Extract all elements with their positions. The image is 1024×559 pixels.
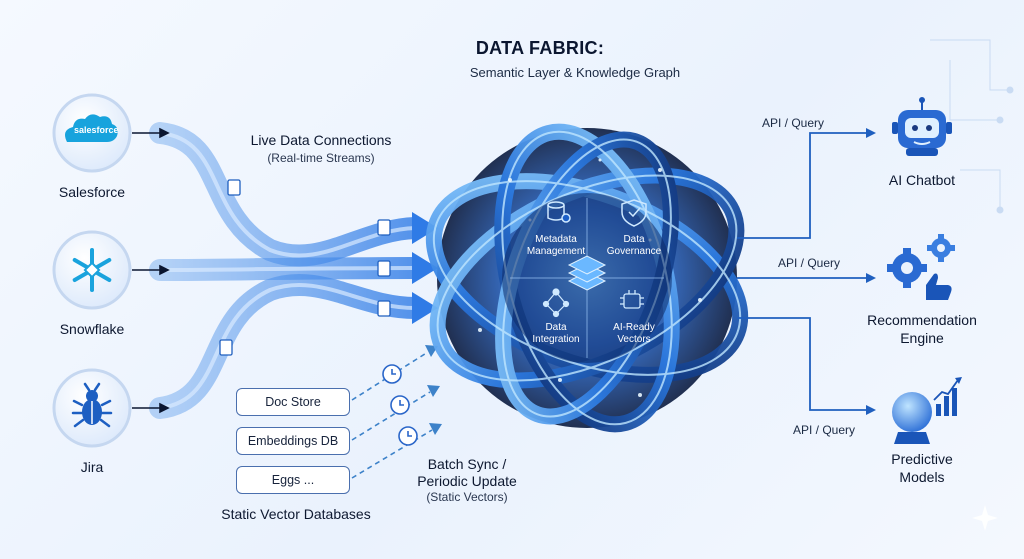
source-label-salesforce: Salesforce: [58, 184, 126, 200]
shield-check-icon: [621, 199, 647, 227]
output-label-line2: Engine: [900, 330, 944, 346]
store-box-eggs: Eggs ...: [236, 466, 350, 494]
live-connections-sub: (Real-time Streams): [267, 151, 375, 165]
database-gear-icon: [547, 201, 571, 223]
robot-icon: [892, 97, 952, 156]
quadrant-metadata-management: Metadata Management: [511, 234, 601, 258]
output-label-ai-chatbot: AI Chatbot: [852, 171, 992, 189]
layers-icon: [567, 255, 607, 291]
output-label-line1: Recommendation: [867, 312, 977, 328]
output-label-line1: AI Chatbot: [888, 172, 956, 188]
salesforce-logo-text: salesforce: [74, 125, 119, 135]
network-icon: [542, 288, 570, 318]
output-arrowheads: [866, 128, 876, 415]
sparkle-icon: [972, 505, 998, 531]
output-label-line2: Models: [899, 469, 945, 485]
stream-arrowheads: [412, 212, 438, 324]
store-box-embeddings-db: Embeddings DB: [236, 427, 350, 455]
quadrant-data-governance: Data Governance: [589, 234, 679, 258]
batch-label-sub: (Static Vectors): [426, 490, 508, 504]
quadrant-label-line1: Metadata: [535, 234, 577, 245]
source-label-snowflake: Snowflake: [59, 321, 125, 337]
api-query-label-predictive: API / Query: [793, 423, 856, 437]
clock-icons: [382, 364, 418, 446]
source-snowflake-icon-circle: [52, 230, 132, 310]
page-title: DATA FABRIC:: [475, 38, 605, 58]
quadrant-label-line1: AI-Ready: [613, 322, 655, 333]
quadrant-ai-ready-vectors: AI-Ready Vectors: [589, 322, 679, 346]
page-subtitle: Semantic Layer & Knowledge Graph: [469, 65, 681, 80]
data-streams: [149, 122, 426, 419]
quadrant-label-line1: Data: [623, 234, 645, 245]
output-label-line1: Predictive: [891, 451, 953, 467]
quadrant-data-integration: Data Integration: [511, 322, 601, 346]
circuit-decoration: [930, 39, 1014, 214]
api-query-label-chatbot: API / Query: [762, 116, 825, 130]
output-connectors: [737, 132, 866, 411]
source-arrows: [132, 127, 170, 414]
crystal-ball-chart-icon: [892, 377, 962, 444]
quadrant-label-line2: Management: [526, 246, 586, 257]
document-icons: [219, 179, 391, 356]
static-vector-databases-label: Static Vector Databases: [221, 506, 371, 522]
batch-label-line2: Periodic Update: [417, 473, 517, 489]
source-jira-icon-circle: [52, 368, 132, 448]
quadrant-label-line2: Vectors: [617, 334, 651, 345]
output-label-predictive-models: Predictive Models: [852, 450, 992, 486]
quadrant-label-line2: Governance: [606, 246, 662, 257]
store-box-doc-store: Doc Store: [236, 388, 350, 416]
output-label-recommendation-engine: Recommendation Engine: [852, 311, 992, 347]
batch-dashed-lines: [351, 351, 433, 479]
ai-chip-icon: [620, 290, 644, 309]
source-salesforce-icon-circle: [52, 93, 132, 173]
live-connections-label: Live Data Connections: [250, 132, 392, 148]
source-label-jira: Jira: [80, 459, 104, 475]
batch-label-line1: Batch Sync /: [427, 456, 507, 472]
data-fabric-core: [425, 123, 749, 433]
batch-arrowheads: [425, 345, 442, 435]
quadrant-label-line2: Integration: [532, 334, 580, 345]
gears-thumbs-up-icon: [887, 234, 955, 300]
api-query-label-recommendation: API / Query: [778, 256, 841, 270]
quadrant-label-line1: Data: [545, 322, 567, 333]
